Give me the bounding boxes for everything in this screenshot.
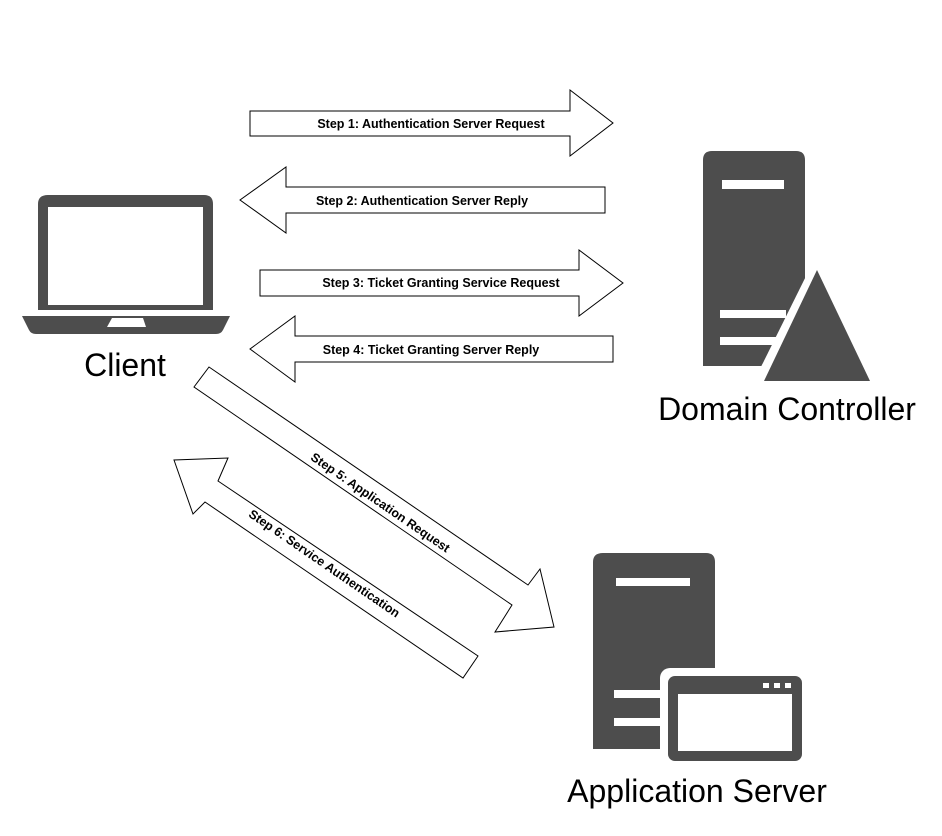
- step-6-label: Step 6: Service Authentication: [246, 507, 402, 621]
- step-3-label: Step 3: Ticket Granting Service Request: [322, 276, 560, 290]
- step-2-arrow: Step 2: Authentication Server Reply: [239, 166, 606, 234]
- step-1-arrow: Step 1: Authentication Server Request: [249, 88, 614, 158]
- step-6-arrow: Step 6: Service Authentication: [173, 457, 479, 679]
- step-1-label: Step 1: Authentication Server Request: [317, 117, 545, 131]
- server-window-icon: [593, 553, 810, 769]
- step-3-arrow: Step 3: Ticket Granting Service Request: [259, 249, 624, 317]
- laptop-icon: [22, 195, 230, 334]
- client-label: Client: [84, 347, 166, 383]
- step-5-label: Step 5: Application Request: [308, 450, 453, 556]
- step-4-arrow: Step 4: Ticket Granting Server Reply: [249, 315, 614, 383]
- step-4-label: Step 4: Ticket Granting Server Reply: [323, 343, 540, 357]
- domain-controller-label: Domain Controller: [658, 391, 916, 427]
- application-server-label: Application Server: [567, 773, 827, 809]
- server-warning-icon: [703, 151, 884, 389]
- step-2-label: Step 2: Authentication Server Reply: [316, 194, 528, 208]
